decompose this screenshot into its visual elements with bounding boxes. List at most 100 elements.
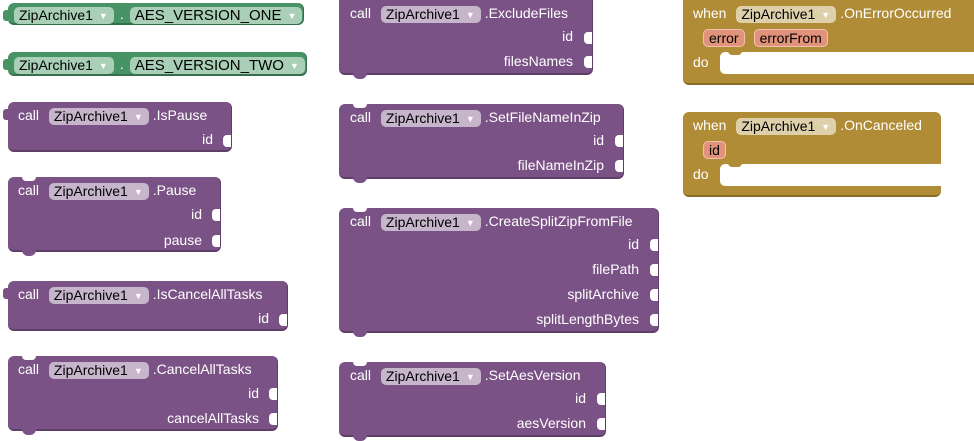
component-dropdown[interactable]: ZipArchive1▼ — [380, 213, 481, 231]
component-dropdown[interactable]: ZipArchive1 ▼ — [736, 117, 837, 135]
input-socket[interactable] — [584, 32, 592, 44]
component-dropdown[interactable]: ZipArchive1▼ — [380, 109, 481, 127]
input-socket[interactable] — [279, 314, 287, 326]
separator: . — [119, 6, 124, 22]
event-arg-error[interactable]: error — [703, 29, 745, 47]
method-block-pause[interactable]: call ZipArchive1▼.Pause id pause — [8, 177, 221, 256]
property-value: AES_VERSION_TWO — [134, 56, 284, 74]
component-dropdown[interactable]: ZipArchive1▼ — [14, 56, 114, 74]
dropdown-arrow-icon: ▼ — [133, 111, 143, 122]
next-connector — [353, 73, 367, 79]
dropdown-arrow-icon: ▼ — [465, 371, 475, 382]
dropdown-arrow-icon: ▼ — [465, 217, 475, 228]
event-block-on-canceled[interactable]: when ZipArchive1▼.OnCanceled id do — [683, 112, 941, 197]
component-name: ZipArchive1 — [385, 367, 460, 384]
next-connector — [22, 250, 36, 256]
param-label-id: id — [593, 132, 604, 148]
component-dropdown[interactable]: ZipArchive1▼ — [48, 286, 149, 304]
dropdown-arrow-icon: ▼ — [98, 10, 108, 21]
param-label-file-name-in-zip: fileNameInZip — [517, 157, 604, 173]
dropdown-arrow-icon: ▼ — [821, 9, 831, 20]
input-socket[interactable] — [597, 393, 605, 405]
method-block-is-cancel-all-tasks[interactable]: call ZipArchive1▼.IsCancelAllTasks id — [3, 281, 288, 331]
param-label-aes-version: aesVersion — [516, 415, 586, 431]
method-block-set-file-name-in-zip[interactable]: call ZipArchive1▼.SetFileNameInZip id fi… — [339, 104, 624, 183]
property-block-aes-version-one[interactable]: ZipArchive1▼. AES_VERSION_ONE▼ — [3, 3, 304, 25]
previous-connector — [353, 104, 367, 108]
input-socket[interactable] — [615, 135, 623, 147]
component-dropdown[interactable]: ZipArchive1 ▼ — [48, 107, 149, 125]
method-block-is-pause[interactable]: call ZipArchive1▼.IsPause id — [3, 102, 232, 152]
input-socket[interactable] — [650, 289, 658, 301]
param-label-id: id — [628, 236, 639, 252]
event-arg-id[interactable]: id — [703, 141, 726, 159]
component-dropdown[interactable]: ZipArchive1▼ — [48, 182, 149, 200]
do-statement-slot[interactable] — [720, 163, 941, 186]
call-keyword: call — [350, 5, 372, 21]
input-socket[interactable] — [223, 135, 231, 147]
event-name: .OnCanceled — [840, 117, 922, 133]
when-keyword: when — [693, 117, 727, 133]
param-label-pause: pause — [163, 232, 202, 248]
input-socket[interactable] — [650, 264, 658, 276]
input-socket[interactable] — [650, 314, 658, 326]
component-name: ZipArchive1 — [53, 107, 128, 124]
input-socket[interactable] — [269, 413, 277, 425]
param-label-id: id — [562, 28, 573, 44]
property-block-aes-version-two[interactable]: ZipArchive1▼.AES_VERSION_TWO▼ — [3, 52, 307, 76]
dropdown-arrow-icon: ▼ — [98, 60, 108, 71]
method-block-cancel-all-tasks[interactable]: call ZipArchive1▼.CancelAllTasks id canc… — [8, 356, 278, 435]
when-keyword: when — [693, 5, 727, 21]
separator: . — [119, 56, 124, 72]
call-keyword: call — [350, 367, 372, 383]
component-name: ZipArchive1 — [741, 117, 816, 134]
component-name: ZipArchive1 — [741, 5, 816, 22]
method-block-exclude-files[interactable]: call ZipArchive1▼.ExcludeFiles id filesN… — [339, 0, 593, 79]
output-plug — [3, 109, 8, 120]
component-dropdown[interactable]: ZipArchive1▼ — [14, 6, 114, 24]
method-name: .CreateSplitZipFromFile — [484, 213, 633, 229]
previous-connector — [353, 362, 367, 366]
component-dropdown[interactable]: ZipArchive1 ▼ — [48, 361, 149, 379]
input-socket[interactable] — [269, 388, 277, 400]
event-arg-error-from[interactable]: errorFrom — [753, 29, 828, 47]
do-statement-slot[interactable] — [720, 51, 974, 74]
next-connector — [353, 435, 367, 441]
param-label-split-length-bytes: splitLengthBytes — [536, 311, 639, 327]
next-connector — [22, 429, 36, 435]
component-dropdown[interactable]: ZipArchive1 ▼ — [736, 5, 837, 23]
input-socket[interactable] — [212, 209, 220, 221]
previous-connector — [22, 356, 36, 360]
component-name: ZipArchive1 — [53, 286, 128, 303]
param-label-file-path: filePath — [592, 261, 639, 277]
dropdown-arrow-icon: ▼ — [465, 9, 475, 20]
dropdown-arrow-icon: ▼ — [465, 113, 475, 124]
method-name: .IsPause — [152, 107, 208, 123]
method-name: .IsCancelAllTasks — [152, 286, 263, 302]
do-keyword: do — [693, 54, 709, 70]
call-keyword: call — [18, 361, 40, 377]
event-name: .OnErrorOccurred — [840, 5, 952, 21]
component-dropdown[interactable]: ZipArchive1 ▼ — [380, 367, 481, 385]
output-plug — [3, 59, 8, 70]
dropdown-arrow-icon: ▼ — [821, 121, 831, 132]
method-name: .SetFileNameInZip — [484, 109, 601, 125]
call-keyword: call — [18, 286, 40, 302]
input-socket[interactable] — [615, 160, 623, 172]
param-label-id: id — [248, 385, 259, 401]
input-socket[interactable] — [650, 239, 658, 251]
next-connector — [353, 177, 367, 183]
method-block-set-aes-version[interactable]: call ZipArchive1▼.SetAesVersion id aesVe… — [339, 362, 606, 441]
dropdown-arrow-icon: ▼ — [133, 365, 143, 376]
call-keyword: call — [350, 213, 372, 229]
input-socket[interactable] — [212, 235, 220, 247]
component-name: ZipArchive1 — [53, 361, 128, 378]
property-dropdown[interactable]: AES_VERSION_TWO▼ — [129, 56, 305, 74]
input-socket[interactable] — [597, 418, 605, 430]
method-block-create-split-zip-from-file[interactable]: call ZipArchive1▼.CreateSplitZipFromFile… — [339, 208, 659, 337]
component-dropdown[interactable]: ZipArchive1▼ — [380, 5, 481, 23]
input-socket[interactable] — [584, 56, 592, 68]
dropdown-arrow-icon: ▼ — [133, 186, 143, 197]
property-dropdown[interactable]: AES_VERSION_ONE▼ — [129, 6, 303, 24]
